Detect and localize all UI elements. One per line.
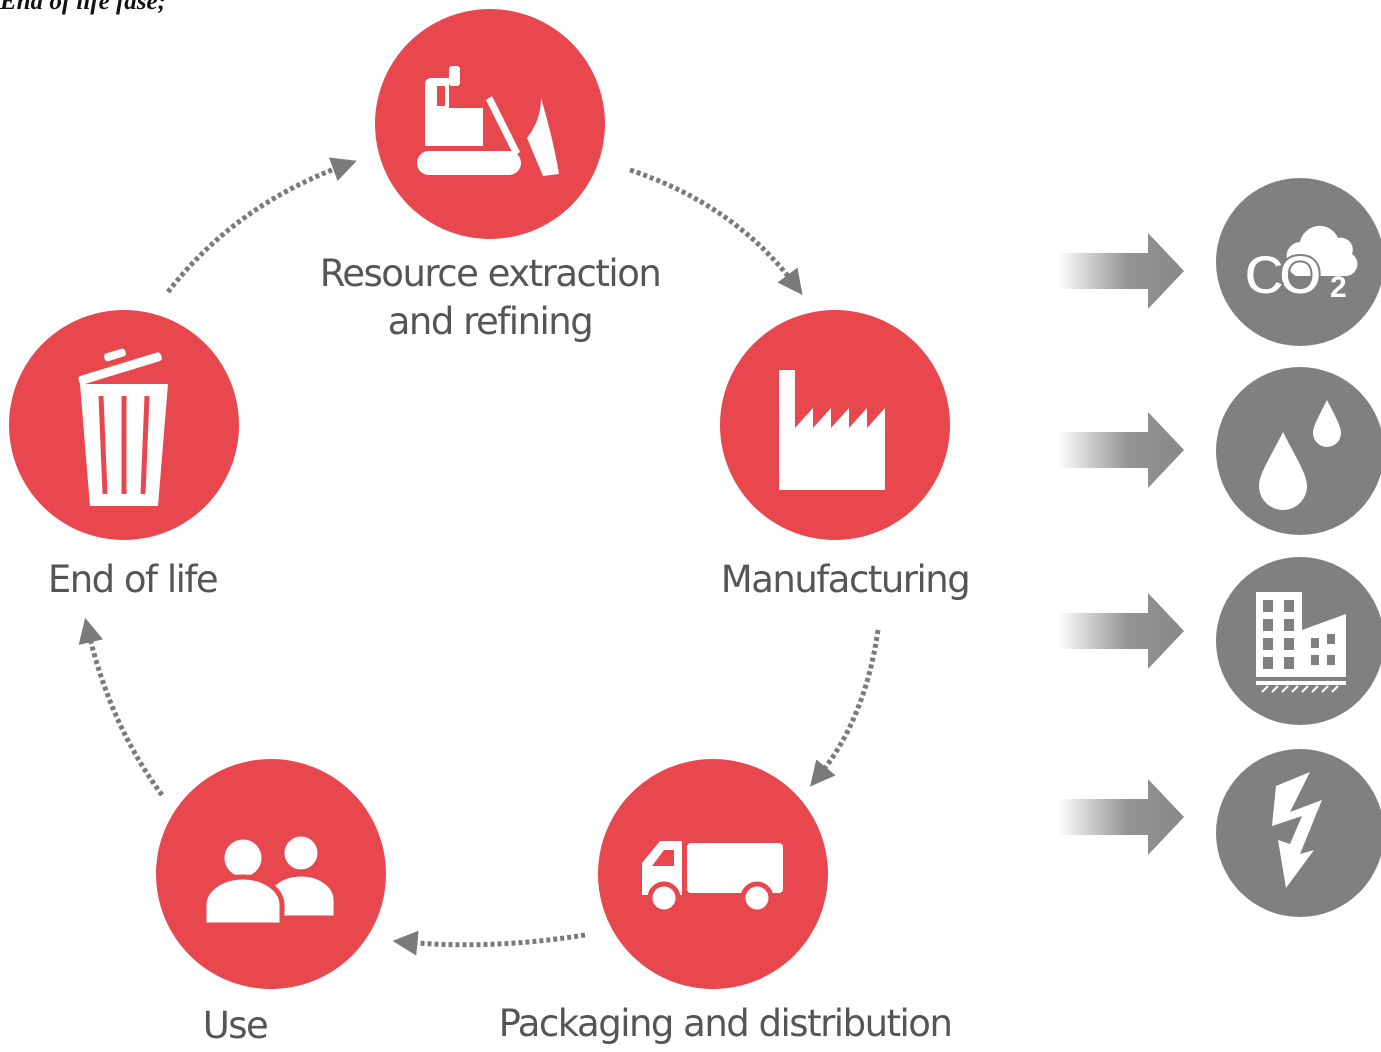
stage-label-manufacturing: Manufacturing: [720, 558, 971, 601]
stage-label-packaging: Packaging and distribution: [498, 1002, 953, 1045]
cycle-arrows: [78, 157, 881, 956]
stage-manufacturing: [720, 310, 950, 540]
stage-packaging: [598, 759, 828, 989]
lightning-icon: [1272, 772, 1322, 888]
truck-icon: [642, 841, 783, 915]
trash-can-icon: [78, 348, 168, 506]
impact-buildings: [1216, 557, 1381, 725]
svg-text:2: 2: [1330, 271, 1347, 304]
arrow-packaging-to-use: [392, 930, 586, 956]
stage-end-of-life: [9, 310, 239, 540]
stage-circle: [375, 9, 605, 239]
stage-resource-extraction: [375, 9, 605, 239]
svg-text:CO: CO: [1244, 243, 1320, 306]
stage-label-line1: Resource extraction: [319, 252, 662, 295]
arrow-manufacturing-to-packaging: [810, 629, 881, 787]
stage-use: [156, 759, 386, 989]
arrow-use-to-endoflife: [78, 617, 165, 797]
factory-icon: [779, 370, 885, 490]
impact-arrow-4: [1058, 779, 1184, 855]
arrow-endoflife-to-extraction: [166, 157, 357, 294]
co2-cloud-icon: CO 2: [1243, 225, 1358, 307]
impact-arrow-2: [1058, 412, 1184, 488]
caption: End of life fase;: [0, 0, 166, 15]
stage-label-end-of-life: End of life: [47, 558, 219, 601]
impact-energy: [1216, 749, 1381, 917]
people-icon: [201, 831, 339, 928]
stage-circle: [156, 759, 386, 989]
stage-label-line2: and refining: [387, 300, 594, 343]
impact-arrow-3: [1058, 593, 1184, 669]
water-drops-icon: [1259, 400, 1341, 510]
impact-arrow-1: [1058, 233, 1184, 309]
bulldozer-icon: [417, 66, 559, 176]
buildings-icon: [1256, 592, 1346, 693]
impact-water: [1216, 367, 1381, 535]
impact-arrows: [1058, 233, 1184, 855]
impact-co2: CO 2: [1216, 178, 1381, 346]
stage-label-resource-extraction: Resource extraction and refining: [290, 250, 690, 346]
stage-label-use: Use: [202, 1004, 269, 1047]
